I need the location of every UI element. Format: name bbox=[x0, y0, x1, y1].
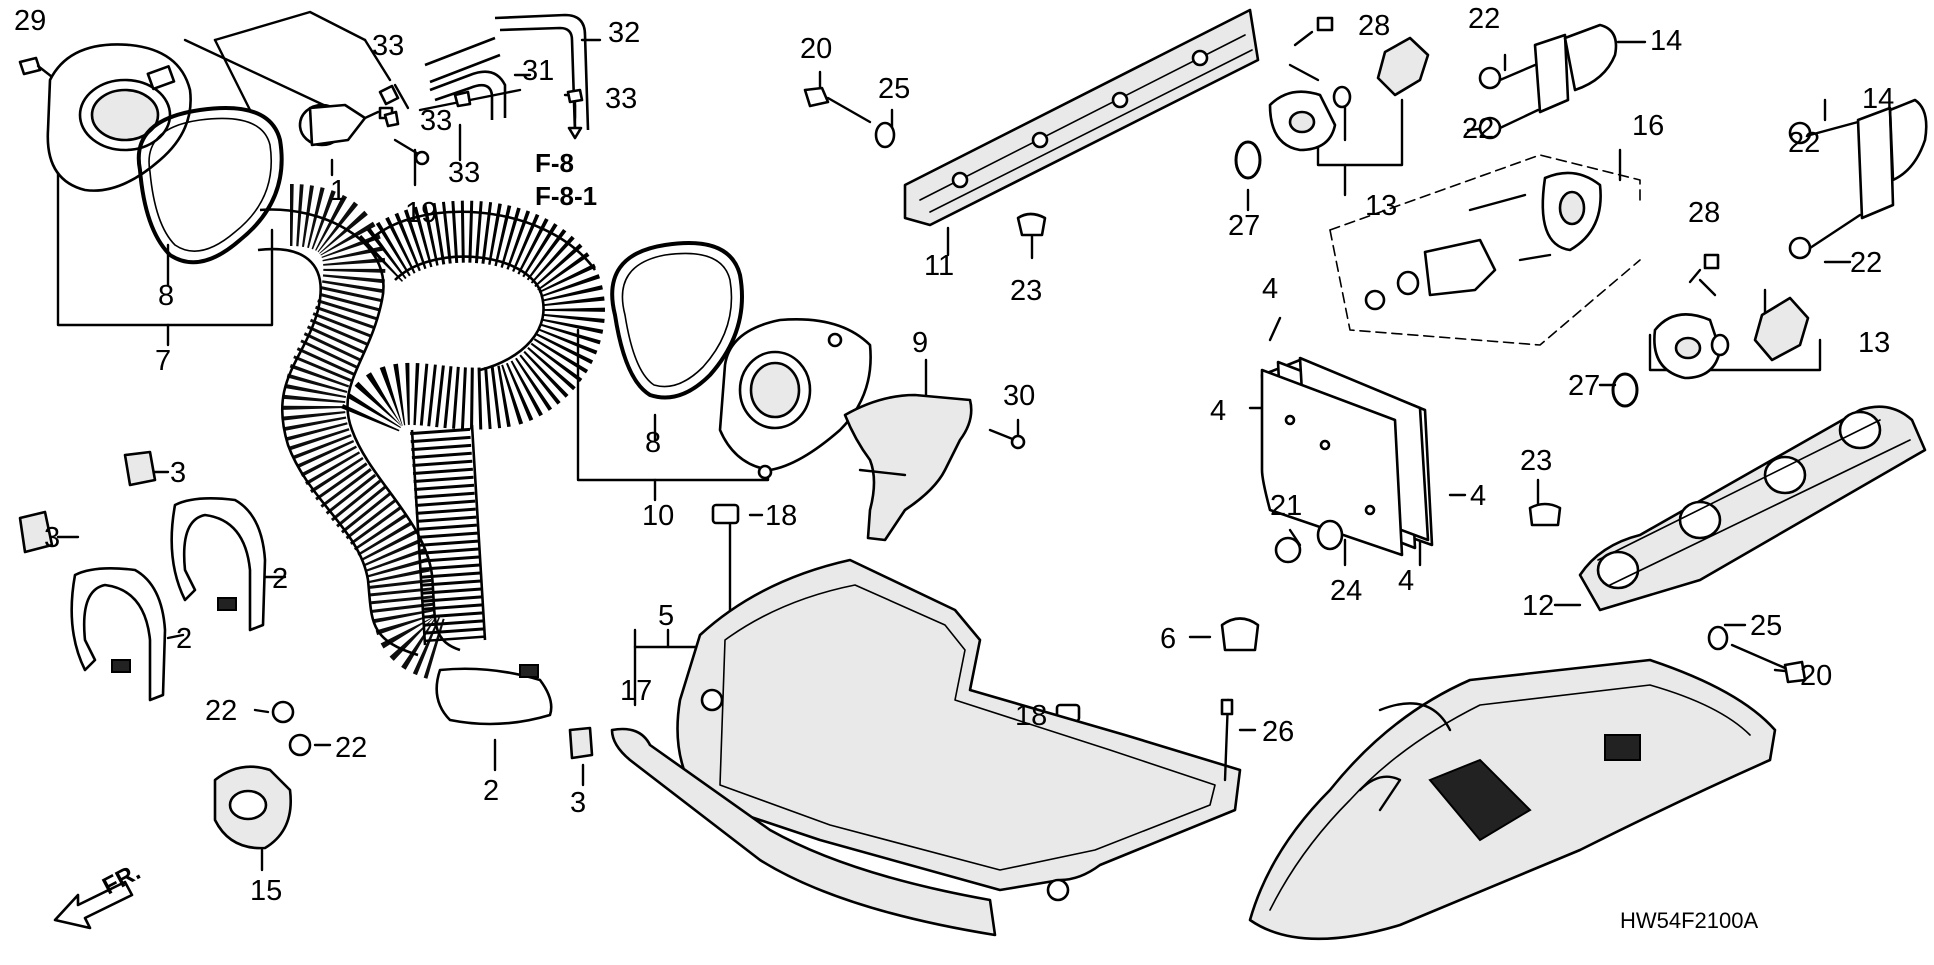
callout-20: 20 bbox=[800, 33, 832, 65]
callout-8: 8 bbox=[645, 427, 661, 459]
callout-4: 4 bbox=[1262, 273, 1278, 305]
callout-22: 22 bbox=[335, 732, 367, 764]
callout-33: 33 bbox=[605, 83, 637, 115]
callout-5: 5 bbox=[658, 600, 674, 632]
front-arrow bbox=[53, 880, 134, 930]
callout-2: 2 bbox=[176, 623, 192, 655]
callout-28: 28 bbox=[1688, 197, 1720, 229]
callout-26: 26 bbox=[1262, 716, 1294, 748]
reference-f8[interactable]: F-8 bbox=[535, 148, 574, 178]
callout-22: 22 bbox=[1468, 3, 1500, 35]
callout-12: 12 bbox=[1522, 590, 1554, 622]
callout-13: 13 bbox=[1365, 190, 1397, 222]
callout-33: 33 bbox=[420, 105, 452, 137]
watercraft-illustration bbox=[1248, 658, 1777, 941]
callout-15: 15 bbox=[250, 875, 282, 907]
callout-33: 33 bbox=[372, 30, 404, 62]
callout-2: 2 bbox=[272, 563, 288, 595]
callout-22: 22 bbox=[1850, 247, 1882, 279]
callout-3: 3 bbox=[570, 787, 586, 819]
parts bbox=[18, 8, 1928, 941]
callout-10: 10 bbox=[642, 500, 674, 532]
callout-25: 25 bbox=[878, 73, 910, 105]
callout-22: 22 bbox=[205, 695, 237, 727]
callout-27: 27 bbox=[1228, 210, 1260, 242]
callout-14: 14 bbox=[1862, 83, 1894, 115]
callout-29: 29 bbox=[14, 5, 46, 37]
callout-14: 14 bbox=[1650, 25, 1682, 57]
callout-32: 32 bbox=[608, 17, 640, 49]
callout-18: 18 bbox=[1015, 700, 1047, 732]
callout-9: 9 bbox=[912, 327, 928, 359]
callout-4: 4 bbox=[1398, 565, 1414, 597]
reference-f8-1[interactable]: F-8-1 bbox=[535, 181, 597, 211]
rail-holes bbox=[951, 49, 1209, 189]
callout-28: 28 bbox=[1358, 10, 1390, 42]
callout-17: 17 bbox=[620, 675, 652, 707]
callout-22: 22 bbox=[1462, 113, 1494, 145]
callout-24: 24 bbox=[1330, 575, 1362, 607]
pads-4 bbox=[1260, 356, 1434, 557]
callout-22: 22 bbox=[1788, 127, 1820, 159]
callout-25: 25 bbox=[1750, 610, 1782, 642]
callout-3: 3 bbox=[170, 457, 186, 489]
callout-16: 16 bbox=[1632, 110, 1664, 142]
callout-19: 19 bbox=[405, 197, 437, 229]
diagram-code: HW54F2100A bbox=[1620, 908, 1759, 933]
callout-8: 8 bbox=[158, 280, 174, 312]
callout-27: 27 bbox=[1568, 370, 1600, 402]
callout-13: 13 bbox=[1858, 327, 1890, 359]
callout-31: 31 bbox=[522, 55, 554, 87]
callout-21: 21 bbox=[1270, 490, 1302, 522]
callout-30: 30 bbox=[1003, 380, 1035, 412]
callout-20: 20 bbox=[1800, 660, 1832, 692]
callout-1: 1 bbox=[330, 175, 346, 207]
callout-7: 7 bbox=[155, 345, 171, 377]
callout-3: 3 bbox=[44, 522, 60, 554]
callout-33: 33 bbox=[448, 157, 480, 189]
callout-23: 23 bbox=[1010, 275, 1042, 307]
callout-23: 23 bbox=[1520, 445, 1552, 477]
callout-11: 11 bbox=[924, 250, 954, 282]
callout-4: 4 bbox=[1210, 395, 1226, 427]
callout-6: 6 bbox=[1160, 623, 1176, 655]
callout-18: 18 bbox=[765, 500, 797, 532]
callout-2: 2 bbox=[483, 775, 499, 807]
callout-4: 4 bbox=[1470, 480, 1486, 512]
